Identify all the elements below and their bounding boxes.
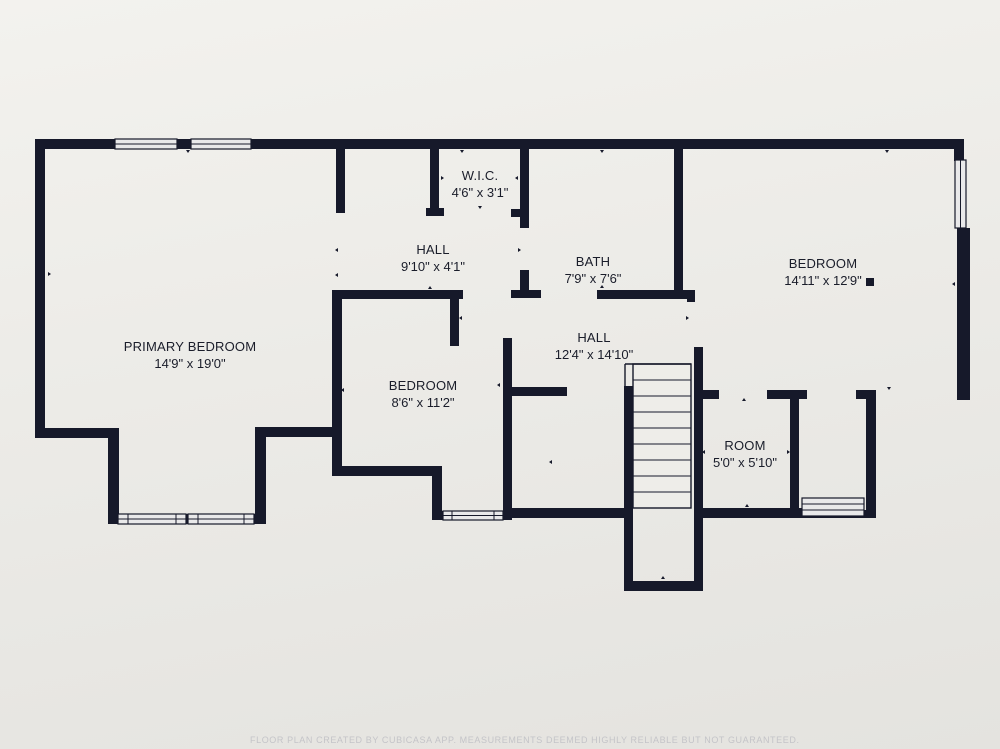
marker: [335, 273, 338, 277]
marker: [686, 316, 689, 320]
room-label-bedroom-east: BEDROOM 14'11" x 12'9": [784, 255, 862, 289]
wall-primary-bottom-left: [35, 428, 119, 438]
wall-room-right: [790, 390, 799, 518]
fixture-square: [866, 278, 874, 286]
room-dimensions: 14'9" x 19'0": [154, 356, 226, 371]
marker: [459, 316, 462, 320]
wall-primary-bottom-right: [255, 427, 335, 437]
marker: [702, 450, 705, 454]
marker: [515, 176, 518, 180]
wall-left: [35, 139, 45, 437]
room-dimensions: 14'11" x 12'9": [784, 273, 862, 288]
marker: [460, 150, 464, 153]
wall-mid-bed-top: [334, 290, 463, 299]
room-label-hall-upper: HALL 9'10" x 4'1": [401, 241, 465, 275]
room-name: W.I.C.: [461, 168, 499, 183]
wall-closet-right: [866, 390, 876, 516]
disclaimer-text: FLOOR PLAN CREATED BY CUBICASA APP. MEAS…: [250, 735, 800, 745]
marker: [600, 150, 604, 153]
room-dimensions: 8'6" x 11'2": [391, 395, 455, 410]
window-primary-bottom-1: [117, 513, 187, 525]
marker: [335, 248, 338, 252]
wall-mid-bed-closet: [450, 290, 459, 346]
room-dimensions: 7'9" x 7'6": [564, 271, 622, 286]
wall-primary-bay-bottom: [108, 514, 266, 524]
room-label-hall-central: HALL 12'4" x 14'10": [555, 329, 634, 363]
room-name: BEDROOM: [388, 378, 458, 393]
wall-east-lower: [957, 228, 970, 400]
marker: [887, 387, 891, 390]
wall-hall-ledge: [503, 387, 567, 396]
room-label-primary-bedroom: PRIMARY BEDROOM 14'9" x 19'0": [124, 338, 257, 372]
wall-primary-bay-left: [108, 428, 119, 524]
room-dimensions: 4'6" x 3'1": [451, 185, 509, 200]
marker: [48, 272, 51, 276]
wall-bath-bottom-end: [687, 290, 695, 302]
wall-room-top-right: [767, 390, 807, 399]
marker: [428, 286, 432, 289]
wall-bath-west-foot: [511, 290, 541, 298]
room-label-bedroom-middle: BEDROOM 8'6" x 11'2": [389, 377, 458, 411]
wall-wic-right: [520, 149, 529, 228]
marker: [478, 206, 482, 209]
wall-hall-west: [503, 338, 512, 520]
wall-hall-stub: [336, 149, 345, 213]
wall-bath-bottom: [597, 290, 695, 299]
wall-room-top-left: [694, 390, 719, 399]
room-name: ROOM: [724, 438, 766, 453]
wall-top: [40, 139, 964, 149]
wall-stair-right: [694, 347, 703, 591]
marker: [497, 383, 500, 387]
marker: [341, 388, 344, 392]
wall-wic-left-foot: [426, 208, 444, 216]
wall-mid-bed-left: [332, 290, 342, 476]
room-name: BATH: [575, 254, 611, 269]
marker: [441, 176, 444, 180]
marker: [787, 450, 790, 454]
marker: [885, 150, 889, 153]
wall-wic-left: [430, 149, 439, 216]
window-room-bottom: [801, 497, 865, 517]
room-dimensions: 9'10" x 4'1": [400, 259, 466, 274]
wall-room-bottom: [694, 508, 802, 518]
wall-stair-bottom: [624, 581, 703, 591]
wall-mid-bed-bottom-step: [432, 466, 442, 520]
window-east: [954, 159, 967, 229]
room-name: BEDROOM: [788, 256, 858, 271]
wall-bath-east: [674, 149, 683, 299]
marker: [745, 504, 749, 507]
room-name: PRIMARY BEDROOM: [123, 339, 257, 354]
wall-wic-right-foot: [511, 209, 529, 217]
wall-east-upper: [954, 139, 964, 161]
marker: [742, 398, 746, 401]
marker: [186, 150, 190, 153]
window-primary-bottom-2: [187, 513, 255, 525]
room-label-bath: BATH 7'9" x 7'6": [565, 253, 622, 287]
room-label-room: ROOM 5'0" x 5'10": [713, 437, 777, 471]
window-top-1: [114, 138, 178, 150]
marker: [518, 248, 521, 252]
wall-bath-west-stub: [520, 270, 529, 298]
wall-mid-bed-bottom-left: [332, 466, 442, 476]
room-name: HALL: [577, 330, 611, 345]
staircase: [624, 363, 692, 509]
wall-primary-bay-right: [255, 427, 266, 524]
marker: [661, 576, 665, 579]
room-label-wic: W.I.C. 4'6" x 3'1": [452, 167, 509, 201]
dimension-markers: [48, 150, 955, 579]
wall-stair-left: [624, 386, 633, 591]
room-dimensions: 12'4" x 14'10": [554, 347, 634, 362]
marker: [952, 282, 955, 286]
marker: [600, 285, 604, 288]
marker: [549, 460, 552, 464]
wall-hall-bottom: [503, 508, 633, 518]
room-name: HALL: [416, 242, 450, 257]
windows: [114, 138, 967, 525]
window-mid-bedroom: [442, 510, 504, 521]
window-top-2: [190, 138, 252, 150]
room-dimensions: 5'0" x 5'10": [712, 455, 778, 470]
